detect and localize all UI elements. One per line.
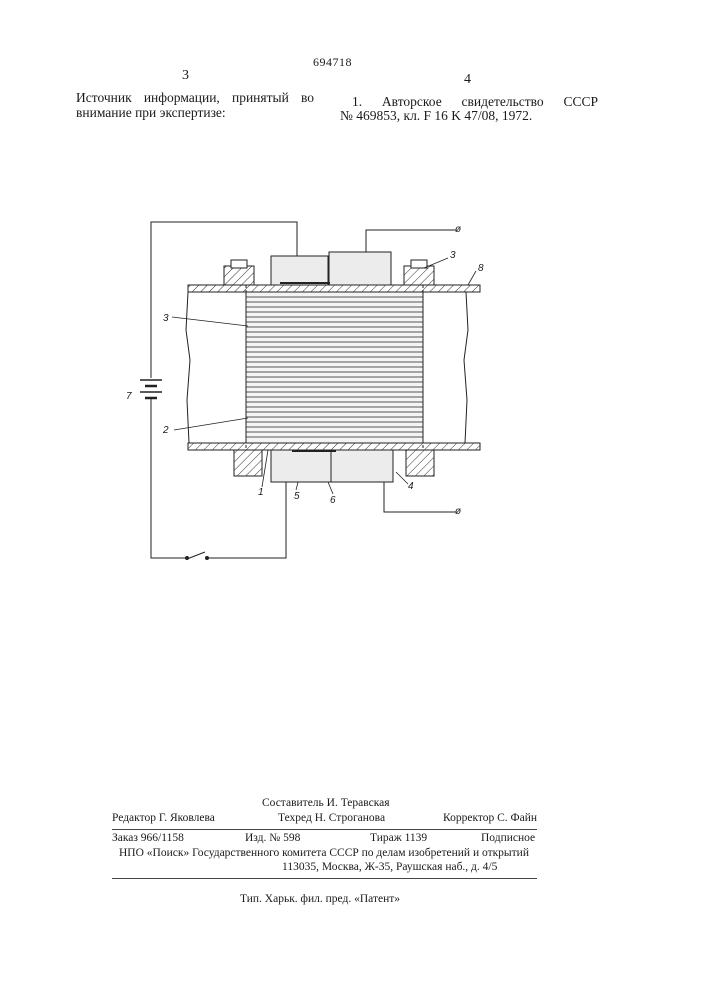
label-6: 6	[330, 495, 336, 506]
switch-contact	[185, 556, 189, 560]
battery-symbol	[140, 380, 162, 405]
divider	[112, 878, 537, 879]
label-1: 1	[258, 487, 264, 498]
divider	[112, 829, 537, 830]
imprint-address: 113035, Москва, Ж-35, Раушская наб., д. …	[282, 861, 497, 873]
imprint-techred: Техред Н. Строганова	[278, 812, 385, 824]
terminal-top: ø	[455, 224, 461, 235]
plate-stack	[246, 285, 423, 450]
label-2: 2	[163, 425, 169, 436]
imprint-org: НПО «Поиск» Государственного комитета СС…	[119, 847, 529, 859]
imprint-compiler: Составитель И. Теравская	[262, 797, 390, 809]
electrode-top	[271, 252, 391, 285]
label-3-left: 3	[163, 313, 169, 324]
imprint-editor: Редактор Г. Яковлева	[112, 812, 215, 824]
terminal-bottom: ø	[455, 506, 461, 517]
label-5: 5	[294, 491, 300, 502]
switch-contact	[205, 556, 209, 560]
imprint-circulation: Тираж 1139	[370, 832, 427, 844]
electrode-bottom	[271, 450, 393, 482]
imprint-order: Заказ 966/1158	[112, 832, 184, 844]
imprint-printer: Тип. Харьк. фил. пред. «Патент»	[240, 893, 400, 905]
imprint-issue: Изд. № 598	[245, 832, 300, 844]
imprint-subscription: Подписное	[481, 832, 535, 844]
imprint-corrector: Корректор С. Файн	[443, 812, 537, 824]
label-8: 8	[478, 263, 484, 274]
label-7: 7	[126, 391, 132, 402]
label-3-right: 3	[450, 250, 456, 261]
label-4: 4	[408, 481, 414, 492]
